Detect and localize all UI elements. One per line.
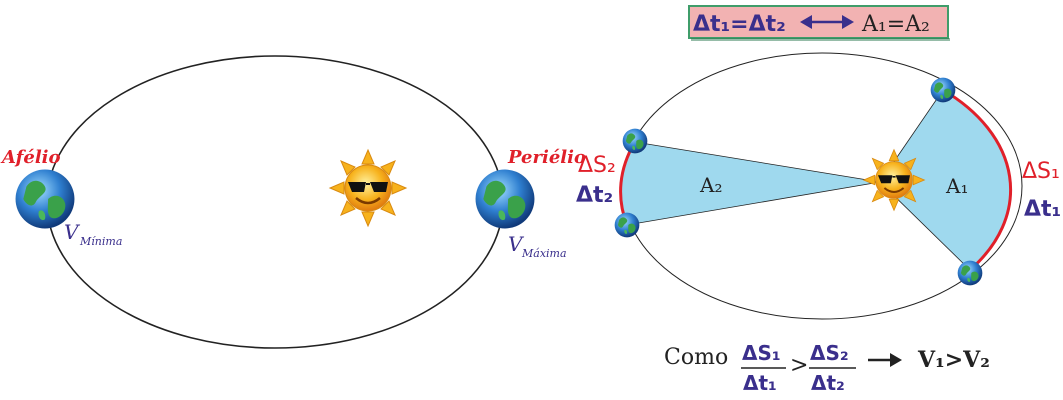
sector-a2 bbox=[620, 141, 881, 226]
formula: Como ΔS₁ Δt₁ > ΔS₂ Δt₂ V₁>V₂ bbox=[664, 341, 990, 395]
v-min-sub: Mínima bbox=[79, 235, 122, 248]
aphelion-label: Afélio bbox=[0, 147, 61, 168]
earth-position-3-icon bbox=[622, 128, 648, 154]
right-panel: Δt₁=Δt₂ A₁=A₂ A₂ A₁ ΔS₂ Δt₂ ΔS₁ Δt₁ bbox=[576, 5, 1061, 320]
header-rhs: A₁=A₂ bbox=[861, 12, 930, 37]
v-max-symbol: V bbox=[508, 232, 525, 256]
formula-num-right: ΔS₂ bbox=[810, 341, 849, 365]
left-perihelion-earth-icon bbox=[475, 169, 535, 229]
arc-delta-s1 bbox=[942, 88, 1013, 272]
delta-s2-label: ΔS₂ bbox=[578, 153, 616, 178]
double-arrow-icon bbox=[800, 15, 854, 29]
left-orbit bbox=[46, 55, 504, 349]
formula-gt: > bbox=[790, 353, 808, 378]
formula-como: Como bbox=[664, 345, 728, 370]
perihelion-label: Periélio bbox=[507, 147, 586, 168]
delta-t1-label: Δt₁ bbox=[1024, 197, 1061, 222]
left-sun-icon bbox=[328, 148, 408, 228]
earth-position-2-icon bbox=[957, 260, 983, 286]
v-min-symbol: V bbox=[64, 220, 81, 244]
left-panel: Afélio Periélio V Mínima V Máxima bbox=[0, 55, 586, 349]
formula-den-left: Δt₁ bbox=[743, 371, 777, 395]
earth-position-1-icon bbox=[930, 77, 956, 103]
v-max-sub: Máxima bbox=[521, 247, 567, 260]
right-arrow-icon bbox=[868, 353, 902, 367]
formula-result: V₁>V₂ bbox=[917, 347, 990, 373]
delta-s1-label: ΔS₁ bbox=[1022, 159, 1060, 184]
delta-t2-label: Δt₂ bbox=[576, 183, 613, 208]
area-2-label: A₂ bbox=[699, 173, 722, 197]
area-1-label: A₁ bbox=[945, 174, 968, 198]
header-lhs: Δt₁=Δt₂ bbox=[693, 12, 786, 37]
formula-num-left: ΔS₁ bbox=[742, 341, 781, 365]
header-box: Δt₁=Δt₂ A₁=A₂ bbox=[688, 5, 950, 41]
right-sun-icon bbox=[862, 148, 926, 212]
formula-den-right: Δt₂ bbox=[811, 371, 845, 395]
earth-position-4-icon bbox=[614, 212, 640, 238]
